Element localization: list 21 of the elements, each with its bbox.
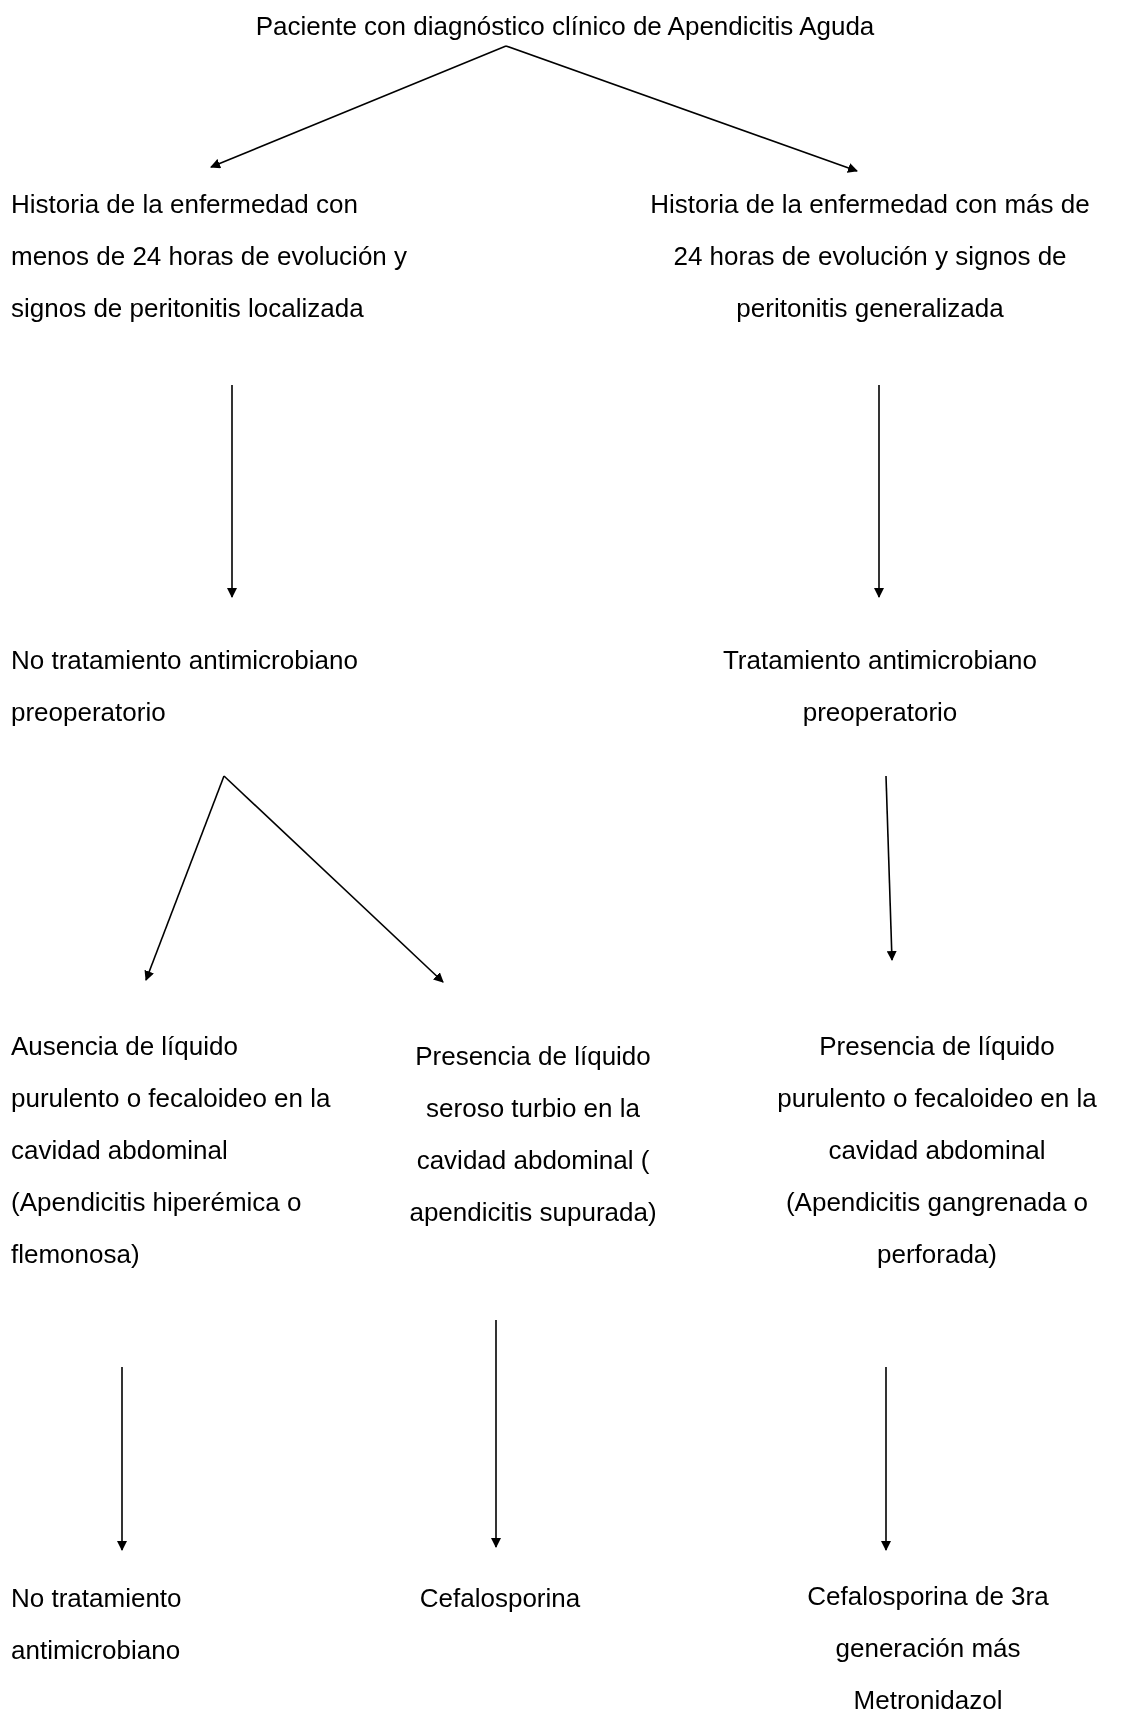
step-text: Cefalosporina de 3ra generación más Metronidazol xyxy=(806,1580,1050,1717)
step-text: Historia de la enfermedad con más de 24 horas de evolución y signos de peritonitis generalizada xyxy=(649,188,1091,325)
arrow xyxy=(881,1366,891,1551)
step-text: Cefalosporina xyxy=(418,1582,582,1615)
arrow xyxy=(117,1366,127,1551)
arrow xyxy=(505,45,858,173)
arrow xyxy=(227,384,237,598)
step-text: Presencia de líquido purulento o fecaloideo en la cavidad abdominal (Apendicitis gangrenada o perforada) xyxy=(776,1030,1098,1271)
arrow xyxy=(491,1319,501,1548)
arrow xyxy=(885,775,897,961)
step-text: No tratamiento antimicrobiano preoperatorio xyxy=(11,644,359,729)
step-text: Tratamiento antimicrobiano preoperatorio xyxy=(721,644,1039,729)
arrow xyxy=(874,384,884,598)
step-text: No tratamiento antimicrobiano xyxy=(11,1582,183,1667)
step-text: Presencia de líquido seroso turbio en la cavidad abdominal ( apendicitis supurada) xyxy=(408,1040,658,1229)
step-text: Ausencia de líquido purulento o fecaloideo en la cavidad abdominal (Apendicitis hiperémica o flemonosa) xyxy=(11,1030,332,1271)
arrow xyxy=(223,775,444,983)
step-text: Historia de la enfermedad con menos de 24 horas de evolución y signos de peritonitis localizada xyxy=(11,188,409,325)
step-text: Paciente con diagnóstico clínico de Apendicitis Aguda xyxy=(254,10,876,43)
arrow xyxy=(144,775,225,981)
arrow xyxy=(210,45,507,169)
